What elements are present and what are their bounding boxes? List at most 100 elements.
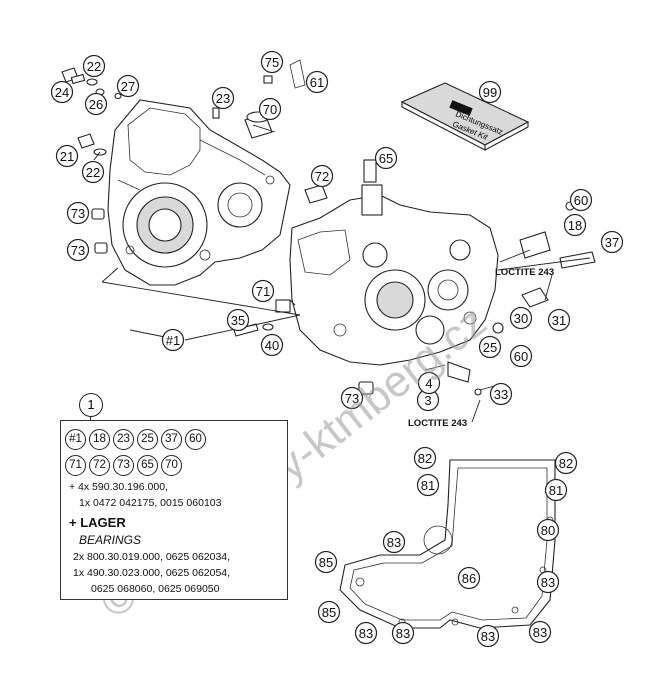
- callout-label: 22: [87, 59, 101, 74]
- callout-81: 81: [416, 473, 440, 497]
- legend-bearing-line-2: 1x 490.30.023.000, 0625 062054,: [73, 567, 231, 579]
- callout-label: 24: [55, 85, 69, 100]
- callout-82: 82: [554, 451, 578, 475]
- callout-label: 26: [89, 97, 103, 112]
- loctite-note-lower: LOCTITE 243: [408, 418, 467, 429]
- callout-label: 83: [541, 575, 555, 590]
- callout-label: 30: [514, 311, 528, 326]
- callout-70: 70: [258, 97, 282, 121]
- callout-label: 80: [541, 523, 555, 538]
- kit-item-badge: 60: [185, 429, 206, 450]
- callout-60: 60: [509, 344, 533, 368]
- kit-item-badge: 70: [161, 455, 182, 476]
- callout-label: 85: [322, 605, 336, 620]
- callout-label: 60: [514, 349, 528, 364]
- kit-item-badge: 72: [89, 455, 110, 476]
- callout-37: 37: [600, 230, 624, 254]
- callout-label: 83: [387, 535, 401, 550]
- callout-22: 22: [81, 160, 105, 184]
- callout-label: 25: [483, 340, 497, 355]
- callout-label: 83: [481, 629, 495, 644]
- crankcase-gasket: [339, 459, 556, 629]
- kit-item-badge: #1: [65, 429, 86, 450]
- callout-label: 85: [319, 555, 333, 570]
- callout-85: 85: [317, 600, 341, 624]
- legend-bearing-line-1: 2x 800.30.019.000, 0625 062034,: [73, 551, 231, 563]
- callout-83: 83: [391, 621, 415, 645]
- kit-item-badge: 25: [137, 429, 158, 450]
- callout-86: 86: [457, 566, 481, 590]
- callout-73: 73: [340, 386, 364, 410]
- callout-label: 18: [568, 218, 582, 233]
- callout-label: 73: [71, 206, 85, 221]
- kit-item-badge: 18: [89, 429, 110, 450]
- callout-72: 72: [310, 164, 334, 188]
- callout-83: 83: [476, 624, 500, 648]
- callout-75: 75: [260, 50, 284, 74]
- legend-title-callout: 1: [79, 393, 103, 417]
- callout-60: 60: [569, 188, 593, 212]
- callout-label: #1: [166, 333, 180, 348]
- callout-71: 71: [251, 279, 275, 303]
- callout-label: 81: [549, 483, 563, 498]
- gasket-kit-box: Dichtungssatz Gasket Kit: [400, 82, 530, 151]
- callout-26: 26: [84, 92, 108, 116]
- callout-label: 73: [71, 243, 85, 258]
- kit-item-badge: 71: [65, 455, 86, 476]
- kit-item-badge: 65: [137, 455, 158, 476]
- callout-label: 83: [396, 626, 410, 641]
- legend-bearing-line-3: 0625 068060, 0625 069050: [91, 583, 220, 595]
- legend-line-plus1b: 1x 0472 042175, 0015 060103: [79, 497, 222, 509]
- callout-73: 73: [66, 201, 90, 225]
- callout-18: 18: [563, 213, 587, 237]
- callout-label: 99: [483, 85, 497, 100]
- callout-label: 82: [559, 456, 573, 471]
- callout-label: 33: [494, 387, 508, 402]
- callout-label: 71: [256, 284, 270, 299]
- callout-label: 4: [425, 376, 432, 391]
- legend-leader: [90, 416, 91, 422]
- callout-label: 82: [418, 451, 432, 466]
- callout-24: 24: [50, 80, 74, 104]
- kit-item-badge: 73: [113, 455, 134, 476]
- legend-title-number: 1: [87, 397, 95, 412]
- callout-label: 40: [265, 338, 279, 353]
- callout-73: 73: [66, 238, 90, 262]
- legend-bearings: BEARINGS: [79, 533, 142, 547]
- loctite-note-upper: LOCTITE 243: [495, 267, 554, 278]
- callout-hash1: #1: [161, 328, 185, 352]
- callout-65: 65: [374, 146, 398, 170]
- callout-label: 81: [421, 478, 435, 493]
- left-crankcase-half: [107, 99, 291, 286]
- callout-83: 83: [528, 620, 552, 644]
- callout-83: 83: [354, 621, 378, 645]
- callout-83: 83: [536, 570, 560, 594]
- callout-80: 80: [536, 518, 560, 542]
- callout-23: 23: [211, 86, 235, 110]
- callout-label: 21: [60, 149, 74, 164]
- right-crankcase-half: [289, 184, 499, 366]
- callout-31: 31: [547, 308, 571, 332]
- callout-27: 27: [116, 74, 140, 98]
- callout-label: 83: [533, 625, 547, 640]
- kit-item-badge: 37: [161, 429, 182, 450]
- callout-33: 33: [489, 382, 513, 406]
- callout-35: 35: [226, 308, 250, 332]
- callout-25: 25: [478, 335, 502, 359]
- callout-label: 22: [86, 165, 100, 180]
- callout-label: 75: [265, 55, 279, 70]
- legend-lager: + LAGER: [69, 515, 126, 530]
- callout-82: 82: [413, 446, 437, 470]
- callout-4: 4: [417, 371, 441, 395]
- callout-label: 27: [121, 79, 135, 94]
- callouts: #1 3 4 18 21 22 22 23 24 25 26 27 30 31 33 35 37 40 60 60 61…: [50, 50, 624, 648]
- callout-label: 61: [310, 75, 324, 90]
- callout-label: 3: [424, 393, 431, 408]
- callout-99: 99: [478, 80, 502, 104]
- callout-40: 40: [260, 333, 284, 357]
- callout-83: 83: [382, 530, 406, 554]
- callout-22: 22: [82, 54, 106, 78]
